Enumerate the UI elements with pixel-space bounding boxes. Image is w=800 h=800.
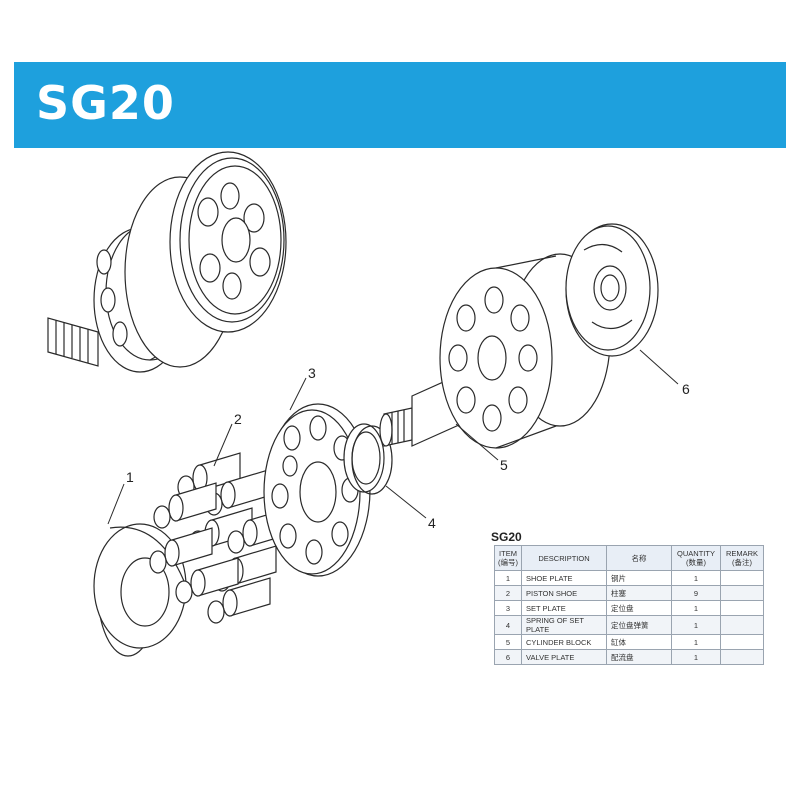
header-description: DESCRIPTION <box>521 545 607 571</box>
cell-quantity: 1 <box>671 649 721 665</box>
part-1-shoe-plate <box>93 523 187 657</box>
cell-remark <box>720 600 764 616</box>
parts-table-title: SG20 <box>491 530 522 544</box>
cell-quantity: 1 <box>671 570 721 586</box>
cell-remark <box>720 649 764 665</box>
cell-description: PISTON SHOE <box>521 585 607 601</box>
parts-table: ITEM(编号) DESCRIPTION 名称 QUANTITY(数量) REM… <box>494 545 764 665</box>
cell-item: 6 <box>494 649 522 665</box>
page-title: SG20 <box>36 76 175 130</box>
callout-6: 6 <box>682 381 690 397</box>
cell-quantity: 1 <box>671 600 721 616</box>
header-name-cn: 名称 <box>606 545 672 571</box>
callout-5: 5 <box>500 457 508 473</box>
cell-name-cn: 缸体 <box>606 634 672 650</box>
title-banner: SG20 <box>14 62 786 148</box>
callout-3: 3 <box>308 365 316 381</box>
cell-remark <box>720 570 764 586</box>
cell-remark <box>720 615 764 635</box>
cell-name-cn: 定位盘 <box>606 600 672 616</box>
cell-item: 3 <box>494 600 522 616</box>
cell-item: 1 <box>494 570 522 586</box>
cell-description: SPRING OF SET PLATE <box>521 615 607 635</box>
cell-quantity: 9 <box>671 585 721 601</box>
cell-item: 4 <box>494 615 522 635</box>
callout-1: 1 <box>126 469 134 485</box>
parts-table-header-row: ITEM(编号) DESCRIPTION 名称 QUANTITY(数量) REM… <box>494 545 764 571</box>
callout-2: 2 <box>234 411 242 427</box>
cell-quantity: 1 <box>671 634 721 650</box>
cell-name-cn: 柱塞 <box>606 585 672 601</box>
cell-name-cn: 定位盘弹簧 <box>606 615 672 635</box>
cell-item: 5 <box>494 634 522 650</box>
cell-quantity: 1 <box>671 615 721 635</box>
cell-description: VALVE PLATE <box>521 649 607 665</box>
cell-item: 2 <box>494 585 522 601</box>
cell-remark <box>720 585 764 601</box>
assembled-pump-illustration <box>47 151 287 373</box>
header-quantity: QUANTITY(数量) <box>671 545 721 571</box>
cell-description: SET PLATE <box>521 600 607 616</box>
callout-4: 4 <box>428 515 436 531</box>
part-4-spring-of-set-plate <box>343 423 393 495</box>
cell-name-cn: 配流盘 <box>606 649 672 665</box>
cell-description: CYLINDER BLOCK <box>521 634 607 650</box>
header-item: ITEM(编号) <box>494 545 522 571</box>
header-remark: REMARK(备注) <box>720 545 764 571</box>
cell-name-cn: 钢片 <box>606 570 672 586</box>
leader-lines <box>107 349 679 525</box>
cell-remark <box>720 634 764 650</box>
part-3-set-plate <box>263 403 371 577</box>
cell-description: SHOE PLATE <box>521 570 607 586</box>
part-6-valve-plate <box>565 223 659 357</box>
